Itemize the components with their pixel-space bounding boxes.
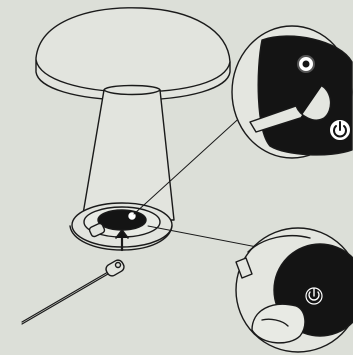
leader-lines <box>133 111 263 249</box>
charging-cable <box>21 259 125 325</box>
base-indicator-light <box>128 212 136 220</box>
magnifier-charging-port <box>231 25 353 159</box>
finger <box>251 303 306 344</box>
lamp-stem <box>81 84 175 221</box>
base-socket-slot <box>88 222 106 238</box>
cable-plug <box>249 85 332 133</box>
up-arrow-icon <box>115 229 129 252</box>
magnifier-power-button <box>235 227 353 353</box>
base-socket-panel <box>97 209 147 231</box>
